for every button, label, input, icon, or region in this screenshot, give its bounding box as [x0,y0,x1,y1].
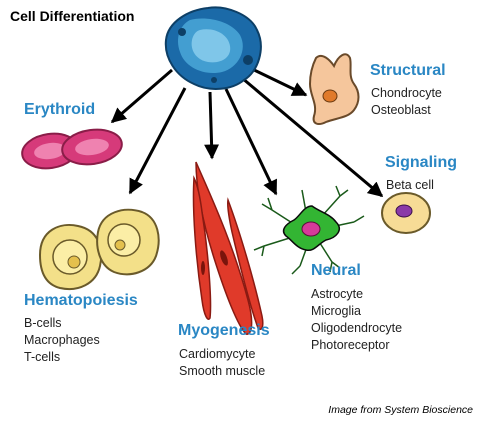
list-item: B-cells [24,316,62,330]
structural-list: Chondrocyte Osteoblast [371,85,442,119]
signaling-list: Beta cell [386,177,434,194]
hematopoiesis-list: B-cells Macrophages T-cells [24,315,100,366]
neural-cell-image [253,185,365,275]
signaling-heading: Signaling [385,154,457,171]
erythroid-heading: Erythroid [24,101,96,118]
hematopoiesis-heading: Hematopoiesis [24,292,138,309]
myogenesis-cells-image [192,161,264,335]
erythroid-cells-image [21,128,123,170]
myogenesis-heading: Myogenesis [178,322,270,339]
arrow-to-neural [224,88,278,196]
image-credit: Image from System Bioscience [328,404,473,416]
list-item: Oligodendrocyte [311,321,403,335]
list-item: Osteoblast [371,103,431,117]
list-item: T-cells [24,350,61,364]
list-item: Microglia [311,304,362,318]
arrow-to-erythroid [110,68,173,124]
list-item: Photoreceptor [311,338,390,352]
arrow-to-hematopoiesis [128,87,187,195]
neural-heading: Neural [311,262,361,279]
arrows [110,67,384,198]
stem-cell-image [164,6,262,90]
structural-cell-image [308,53,360,125]
myogenesis-list: Cardiomycyte Smooth muscle [179,346,265,380]
arrow-to-signaling [241,76,384,198]
arrow-to-structural [251,67,308,97]
list-item: Macrophages [24,333,100,347]
signaling-cell-image [381,192,431,234]
list-item: Beta cell [386,178,434,192]
list-item: Chondrocyte [371,86,442,100]
list-item: Smooth muscle [179,364,266,378]
list-item: Cardiomycyte [179,347,256,361]
diagram-title: Cell Differentiation [10,8,135,24]
list-item: Astrocyte [311,287,364,301]
neural-list: Astrocyte Microglia Oligodendrocyte Phot… [311,286,402,354]
structural-heading: Structural [370,62,446,79]
arrow-to-myogenesis [204,91,220,160]
hematopoiesis-cells-image [38,208,160,290]
